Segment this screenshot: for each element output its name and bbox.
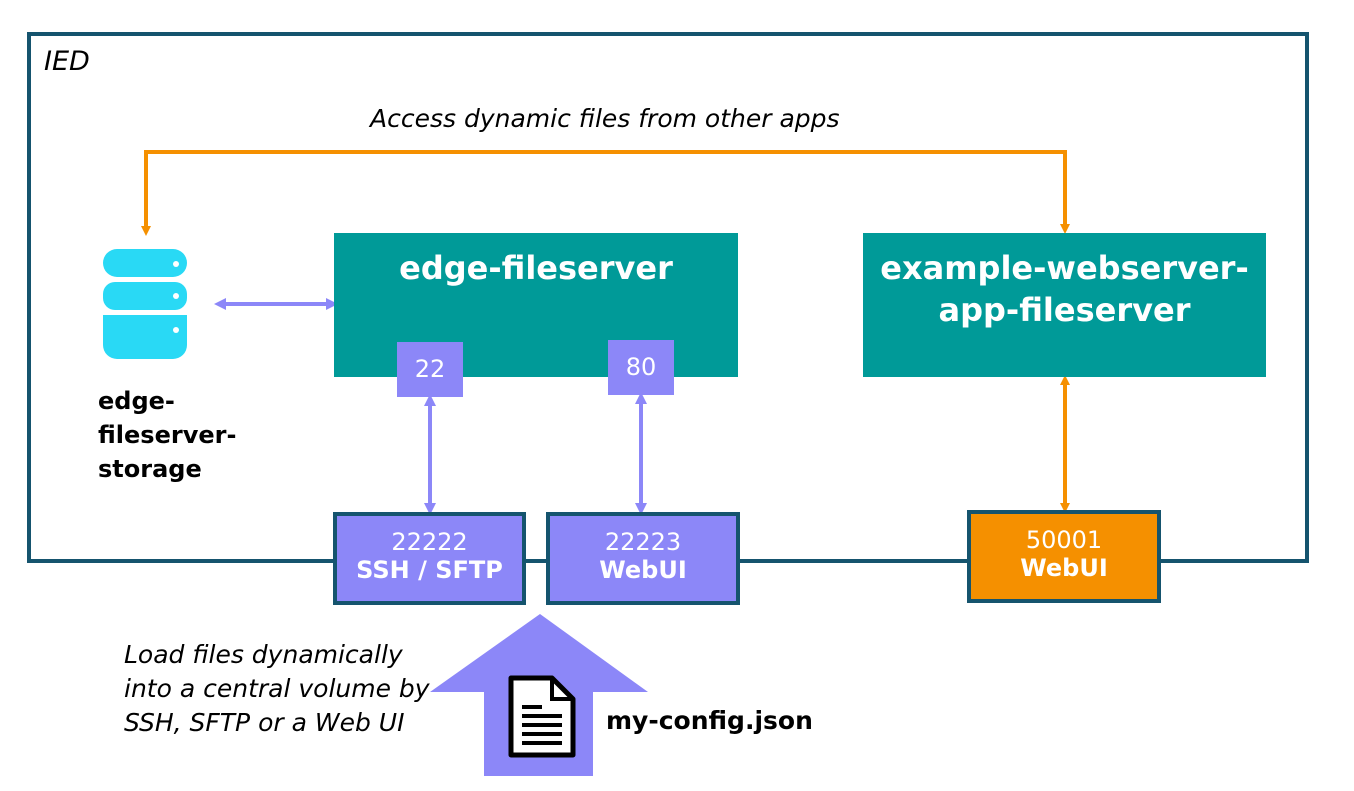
access-connector — [141, 150, 1070, 236]
storage-label-line: storage — [98, 455, 202, 483]
storage-label-line: fileserver- — [98, 421, 237, 449]
load-description-line: into a central volume by — [124, 674, 430, 703]
external-port-ssh-name: SSH / SFTP — [356, 556, 503, 584]
external-port-webserver-name: WebUI — [1020, 554, 1108, 582]
storage-label-line: edge- — [98, 387, 175, 415]
database-icon — [103, 249, 187, 359]
example-webserver-box: example-webserver- app-fileserver — [863, 233, 1266, 377]
storage-label: edge- fileserver- storage — [98, 384, 236, 486]
internal-port-ssh: 22 — [397, 342, 463, 397]
webserver-title-line1: example-webserver- — [880, 249, 1249, 287]
edge-fileserver-title: edge-fileserver — [399, 249, 673, 287]
external-port-webserver-number: 50001 — [1025, 526, 1103, 554]
external-port-webserver: 50001 WebUI — [967, 510, 1161, 603]
external-port-web-number: 22223 — [604, 528, 682, 556]
webserver-title-line2: app-fileserver — [938, 291, 1191, 329]
internal-port-web: 80 — [608, 340, 674, 395]
config-file-label: my-config.json — [606, 706, 813, 735]
load-description: Load files dynamically into a central vo… — [124, 638, 430, 740]
document-icon — [508, 675, 576, 758]
external-port-ssh-number: 22222 — [391, 528, 468, 556]
external-port-web: 22223 WebUI — [546, 512, 740, 605]
ied-label: IED — [44, 46, 90, 77]
access-label: Access dynamic files from other apps — [370, 104, 840, 133]
external-port-ssh: 22222 SSH / SFTP — [333, 512, 526, 605]
load-description-line: Load files dynamically — [124, 640, 403, 669]
external-port-web-name: WebUI — [599, 556, 687, 584]
load-description-line: SSH, SFTP or a Web UI — [124, 708, 405, 737]
edge-fileserver-box: edge-fileserver — [334, 233, 738, 377]
